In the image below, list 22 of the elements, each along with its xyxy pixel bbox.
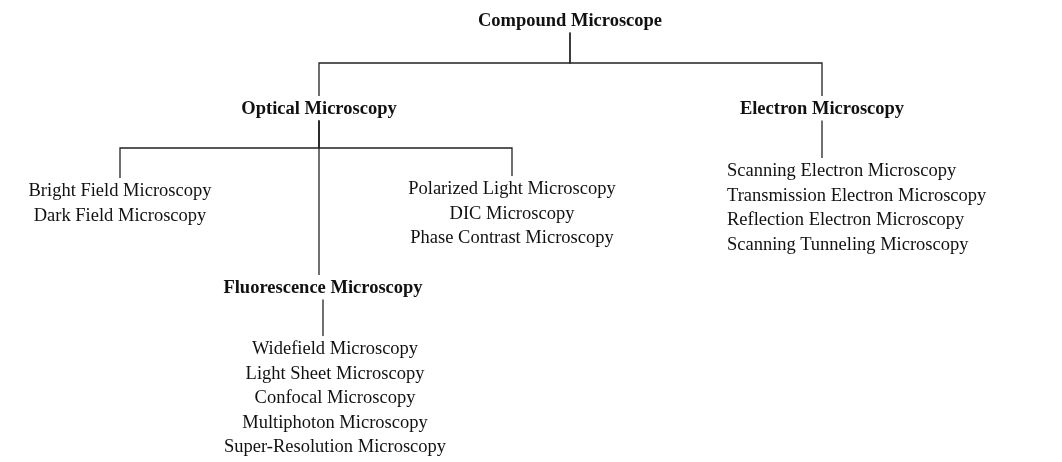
technique-label: DIC Microscopy <box>448 201 576 225</box>
technique-label: Confocal Microscopy <box>253 386 417 409</box>
technique-label: Multiphoton Microscopy <box>241 410 429 434</box>
connector-line <box>821 119 823 159</box>
technique-label: Bright Field Microscopy <box>28 179 212 202</box>
category-heading: Compound Microscope <box>477 8 663 33</box>
connector-line <box>322 298 324 337</box>
technique-label: Super-Resolution Microscopy <box>223 435 447 458</box>
technique-label: Scanning Tunneling Microscopy <box>727 232 970 256</box>
category-heading: Fluorescence Microscopy <box>223 275 423 300</box>
technique-label: Polarized Light Microscopy <box>408 177 616 200</box>
connector-line <box>569 31 823 97</box>
technique-label: Transmission Electron Microscopy <box>727 183 987 207</box>
technique-label: Scanning Electron Microscopy <box>727 159 958 182</box>
technique-label: Phase Contrast Microscopy <box>409 226 615 249</box>
category-heading: Electron Microscopy <box>739 96 905 121</box>
technique-label: Widefield Microscopy <box>250 337 420 360</box>
technique-label: Dark Field Microscopy <box>32 203 208 227</box>
category-heading: Optical Microscopy <box>241 96 397 121</box>
connector-line <box>318 119 320 276</box>
technique-label: Light Sheet Microscopy <box>244 361 426 385</box>
technique-label: Reflection Electron Microscopy <box>727 208 966 231</box>
